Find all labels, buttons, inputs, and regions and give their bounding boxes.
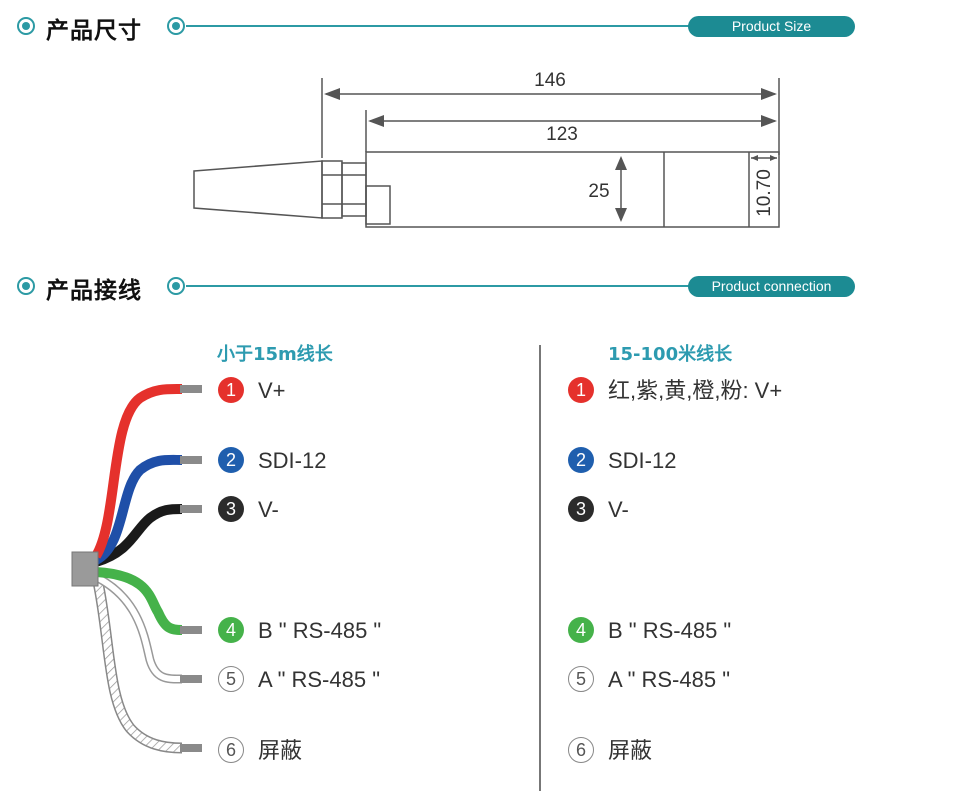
wire-label: B " RS-485 " xyxy=(258,618,382,643)
connector-nut xyxy=(321,160,343,219)
wire-number-badge: 4 xyxy=(218,617,244,643)
wire-label: 屏蔽 xyxy=(258,738,303,763)
connection-section-title: 产品接线 xyxy=(46,278,142,304)
wire-number-badge: 6 xyxy=(218,737,244,763)
wire-number-badge: 4 xyxy=(568,617,594,643)
header-rule xyxy=(186,25,696,27)
dim-overall-label: 146 xyxy=(534,70,566,91)
wire-number-badge: 1 xyxy=(218,377,244,403)
connection-section-pill: Product connection xyxy=(688,276,855,297)
wire-tips xyxy=(180,385,202,752)
dim-body-label: 123 xyxy=(546,124,578,145)
dim-diameter-label: 25 xyxy=(588,181,609,202)
cable-jacket xyxy=(71,551,99,587)
sensor-cone xyxy=(193,160,323,219)
header-rule xyxy=(186,285,696,287)
size-section-pill: Product Size xyxy=(688,16,855,37)
wire-label: V- xyxy=(258,497,279,522)
wire-label: 红,紫,黄,橙,粉: V+ xyxy=(608,378,783,403)
target-bullet-icon xyxy=(17,17,35,35)
wire-blue xyxy=(93,454,183,565)
wire-red xyxy=(91,383,183,559)
wire-number-badge: 2 xyxy=(568,447,594,473)
wire-number-badge: 1 xyxy=(568,377,594,403)
size-section-header: 产品尺寸 Product Size xyxy=(0,6,964,46)
target-bullet-icon xyxy=(167,277,185,295)
wire-label: A " RS-485 " xyxy=(608,667,731,692)
wire-number-badge: 6 xyxy=(568,737,594,763)
wire-label: V- xyxy=(608,497,629,522)
target-bullet-icon xyxy=(17,277,35,295)
wire-label: B " RS-485 " xyxy=(608,618,732,643)
wire-black xyxy=(94,504,183,567)
wire-number-badge: 3 xyxy=(568,496,594,522)
wire-number-badge: 5 xyxy=(568,666,594,692)
connection-section-header: 产品接线 Product connection xyxy=(0,266,964,306)
sensor-body xyxy=(365,151,780,228)
wire-label: SDI-12 xyxy=(608,448,677,473)
right-column-heading: 15-100米线长 xyxy=(608,344,733,365)
wire-number-badge: 3 xyxy=(218,496,244,522)
target-bullet-icon xyxy=(167,17,185,35)
dimension-drawing: 146 123 25 10.70 xyxy=(193,70,780,228)
dim-cap-label: 10.70 xyxy=(754,169,775,217)
column-divider xyxy=(539,345,541,791)
wire-label: A " RS-485 " xyxy=(258,667,381,692)
wire-label: V+ xyxy=(258,378,286,403)
wire-number-badge: 2 xyxy=(218,447,244,473)
wire-number-badge: 5 xyxy=(218,666,244,692)
wire-label: 屏蔽 xyxy=(608,738,653,763)
connector-nut xyxy=(341,162,367,217)
connector-tab xyxy=(365,185,391,225)
wire-label: SDI-12 xyxy=(258,448,327,473)
size-section-title: 产品尺寸 xyxy=(46,18,142,44)
wire-green xyxy=(95,567,183,635)
left-column-heading: 小于15m线长 xyxy=(217,344,333,365)
cable-illustration xyxy=(71,383,202,754)
